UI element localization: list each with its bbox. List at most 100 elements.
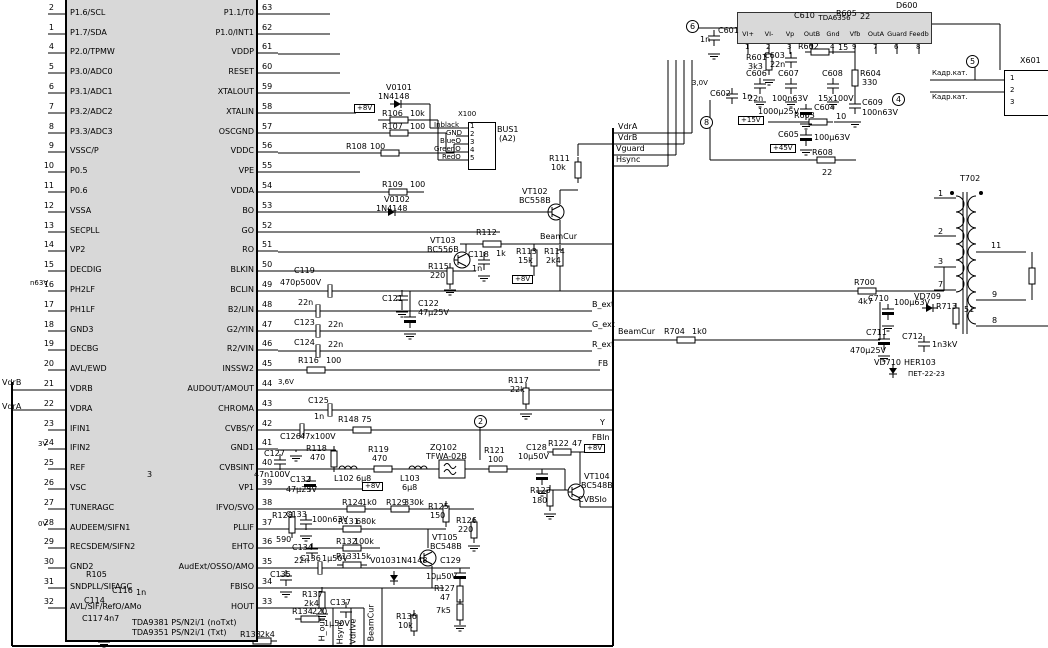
r119-ref: R119 — [368, 445, 389, 454]
pin-7-number: 7 — [48, 102, 54, 111]
r115-val: 220 — [430, 271, 446, 280]
x601-ref: X601 — [1020, 56, 1041, 65]
c605-ref: C605 — [778, 130, 799, 139]
c117-val: 4n7 — [104, 614, 120, 623]
pin-19-name: DECBG — [70, 344, 99, 353]
pin-28-number: 28 — [43, 518, 54, 527]
pin-56-name: VDDC — [230, 146, 254, 155]
r137-val: 2k4 — [304, 599, 319, 608]
pin-31-number: 31 — [43, 577, 54, 586]
pin-51-name: RO — [242, 245, 254, 254]
l102-ref: L102 — [334, 474, 354, 483]
tda6356-pin-vfb-name: Vfb — [849, 30, 861, 38]
c121-ref: C121 — [382, 294, 403, 303]
r122-symbol — [547, 448, 577, 456]
r602-val: 15 — [838, 43, 849, 52]
r129-val: 330k — [404, 498, 424, 507]
t702-pin-9: 9 — [992, 290, 998, 299]
r602-ref: R602 — [798, 42, 819, 51]
vd709-symbol — [922, 304, 938, 312]
c134-symbol — [306, 543, 318, 559]
r116-symbol — [301, 366, 331, 374]
frag-0v: 0V — [38, 520, 48, 528]
tda6356-pin-7-number: 7 — [873, 43, 878, 51]
r136-val: 10k — [398, 621, 413, 630]
main-ic-type-txt: TDA9351 PS/N2i/1 (Txt) — [132, 628, 227, 637]
circled-4: 4 — [892, 93, 905, 106]
beamcur-label-1: BeamCur — [540, 232, 578, 241]
r117-symbol — [522, 383, 530, 409]
c605-symbol — [800, 130, 812, 146]
c710-ref: C710 — [868, 294, 889, 303]
pin-21-number: 21 — [43, 379, 54, 388]
r125-symbol — [442, 501, 450, 527]
r129-symbol — [385, 505, 415, 513]
c603-ref: C603 — [764, 51, 785, 60]
pin-25-number: 25 — [43, 458, 54, 467]
c119-symbol — [321, 284, 339, 298]
pin-62-name: P1.0/INT1 — [215, 28, 254, 37]
r603-val: 10 — [836, 112, 847, 121]
zq102-val: TFWA-02B — [426, 452, 467, 461]
pin-34-name: FBISO — [230, 582, 254, 591]
c712-val: 1n3kV — [932, 340, 958, 349]
vt103-ref: VT103 — [430, 236, 456, 245]
r118-val: 470 — [310, 453, 326, 462]
c116-val: 1n — [136, 588, 147, 597]
r704-val: 1k0 — [692, 327, 707, 336]
c118-symbol — [478, 254, 490, 270]
c610-ref: C610 — [794, 11, 815, 20]
gnd — [444, 289, 456, 296]
sig-vdrb-left: VdrB — [2, 378, 22, 387]
pin-30-number: 30 — [43, 557, 54, 566]
sig-vguard: Vguard — [616, 144, 645, 153]
vt102-ref: VT102 — [522, 187, 548, 196]
pin-57-number: 57 — [262, 122, 273, 131]
c132-ref: C132 — [290, 475, 311, 484]
r126-ref: R126 — [456, 516, 477, 525]
pin-7-name: P3.2/ADC2 — [70, 107, 113, 116]
vd710-val: HER103 — [904, 358, 936, 367]
c127-val: 47n100V — [254, 470, 290, 479]
c609-symbol — [849, 98, 861, 114]
r601-symbol — [765, 49, 773, 75]
r105-ref: R105 — [86, 570, 107, 579]
pin-37-number: 37 — [262, 518, 273, 527]
r136-symbol — [410, 610, 418, 636]
r109-symbol — [383, 188, 413, 196]
vd101-symbol — [390, 100, 406, 108]
c134-ref: C134 — [292, 543, 313, 552]
sig-hsync: Hsync — [616, 155, 641, 164]
gnd — [800, 149, 812, 156]
r700-ref: R700 — [854, 278, 875, 287]
c604-val: 1000µ25V — [758, 107, 800, 116]
r137-symbol — [318, 587, 326, 613]
r108-ref: R108 — [346, 142, 367, 151]
sig-vdrb: VdrB — [618, 133, 638, 142]
c137-val: 1µ50V — [324, 619, 350, 628]
r109-ref: R109 — [382, 180, 403, 189]
l103-val: 6µ8 — [402, 483, 418, 492]
frame-coil-label-2: Кадр.кат. — [932, 93, 968, 101]
c711-val: 470µ25V — [850, 346, 887, 355]
pin-63-name: P1.1/T0 — [223, 8, 254, 17]
c607-ref: C607 — [778, 69, 799, 78]
pin-15-name: DECDIG — [70, 265, 102, 274]
tda6356-pin-9-number: 9 — [852, 43, 857, 51]
c132-symbol — [304, 476, 316, 492]
c114-ref: C114 — [84, 596, 105, 605]
x100-row-inblack: Inblack — [434, 121, 460, 129]
pin-48-number: 48 — [262, 300, 273, 309]
r123-ref: R123 — [530, 486, 551, 495]
t702-type: ПЕТ-22-23 — [908, 370, 945, 378]
frag-3v: 3V — [38, 440, 48, 448]
transformer-t702 — [950, 191, 983, 334]
pin-53-number: 53 — [262, 201, 273, 210]
c121-symbol — [396, 290, 408, 306]
circled-8: 8 — [700, 116, 713, 129]
r148-label: R148 75 — [338, 415, 372, 424]
r601-ref: R601 — [746, 53, 767, 62]
frame-coil-label-1: Кадр.кат. — [932, 69, 968, 77]
gnd — [708, 53, 720, 60]
pin-16-name: PH2LF — [70, 285, 95, 294]
